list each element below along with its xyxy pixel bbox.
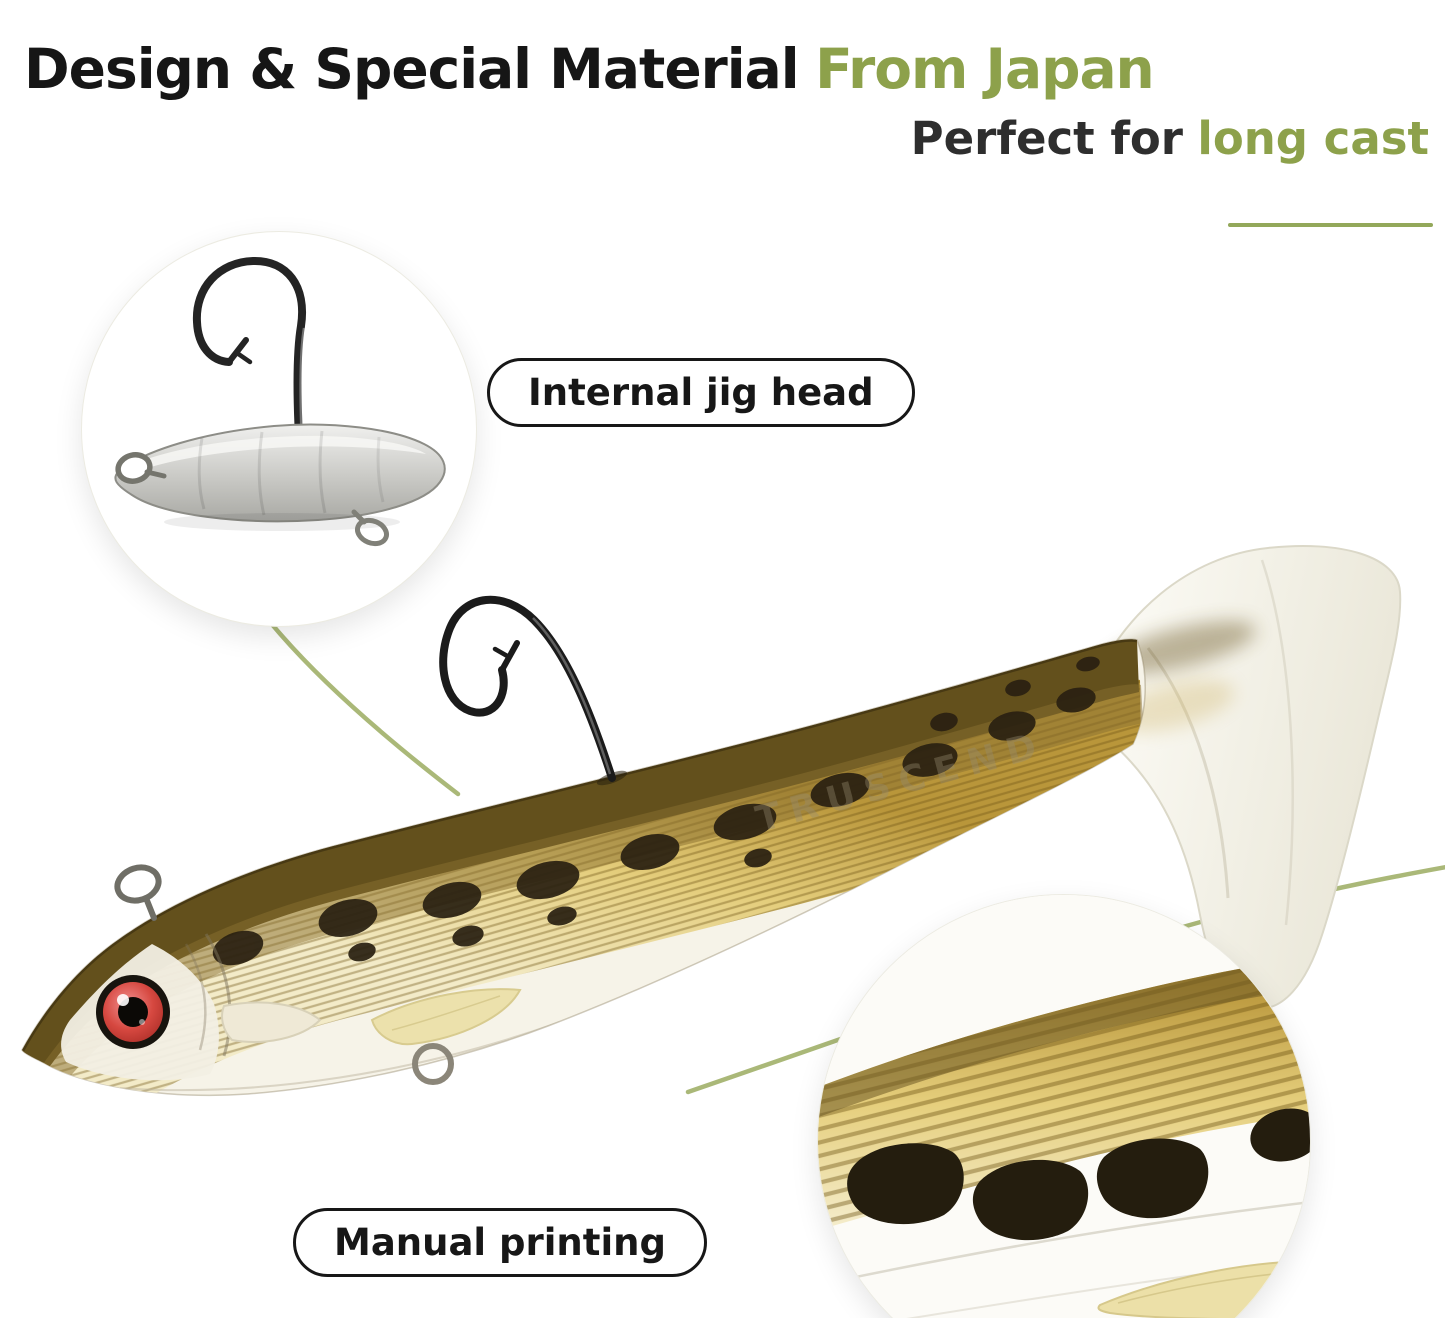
printing-zoom-circle [817,894,1311,1318]
printing-label: Manual printing [293,1208,707,1277]
jig-head-illustration [114,256,446,547]
jig-keeper-loop-icon [351,509,390,547]
fish-cheek [61,944,219,1081]
printing-closeup-illustration [818,895,1310,1318]
hook-icon [439,595,628,786]
jig-head-label-text: Internal jig head [528,371,874,414]
printing-label-text: Manual printing [334,1221,666,1264]
fish-pelvic-fin [370,988,522,1046]
subtitle-main-text: Perfect for [910,112,1184,165]
accent-underline [1228,223,1433,227]
closeup-spots [847,1108,1310,1241]
fish-pectoral-fin [221,1001,322,1043]
fish-gill-lines [184,933,232,1057]
title-main-text: Design & Special Material [24,36,800,101]
belly-ring-icon [412,1043,454,1085]
title-accent-text: From Japan [815,36,1155,101]
fish-eye [96,975,170,1049]
fish-brand-text: TRUSCEND [752,724,1051,841]
jig-eyelet-icon [115,452,167,484]
line-tie-eyelet-icon [114,864,162,921]
connector-top-circle-to-fish [259,609,461,797]
jig-head-zoom-circle [81,231,477,627]
jig-head-label: Internal jig head [487,358,915,427]
jig-lead-head [114,423,446,531]
subtitle-accent-text: long cast [1197,112,1429,165]
